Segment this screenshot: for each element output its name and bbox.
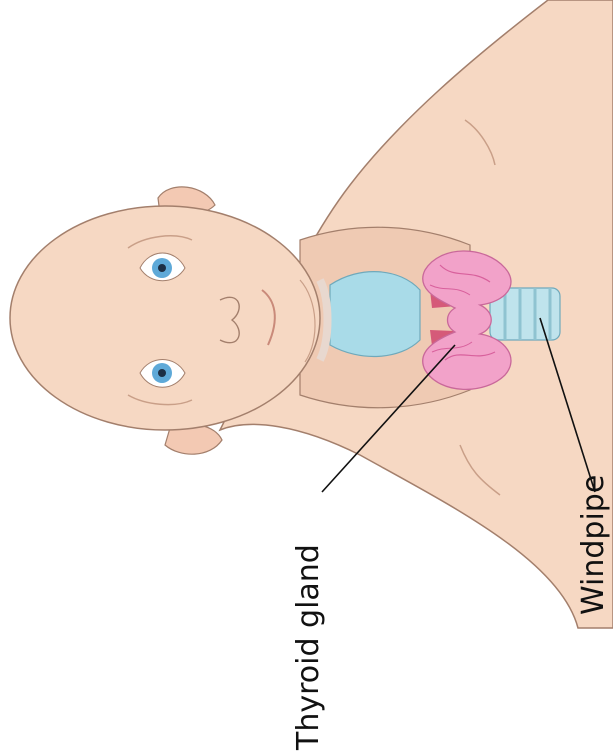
thyroid-gland-label: Thyroid gland	[291, 544, 326, 751]
head-shape	[10, 206, 320, 430]
thyroid-cartilage	[330, 272, 420, 357]
windpipe-label: Windpipe	[576, 475, 611, 615]
